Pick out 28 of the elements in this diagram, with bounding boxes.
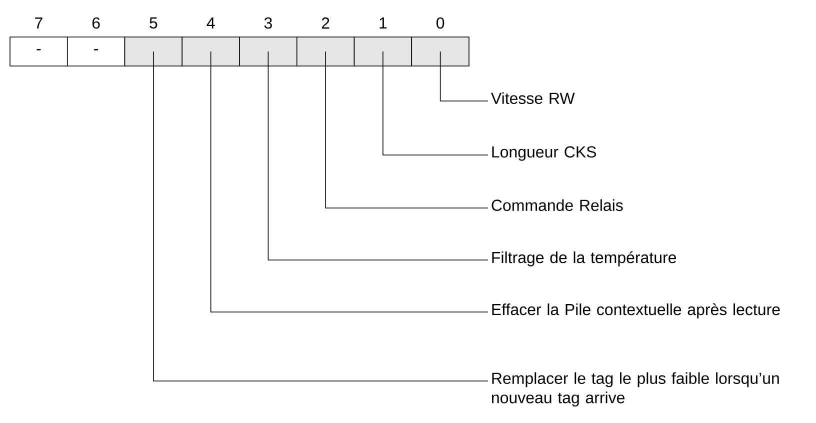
bit-cell: -	[10, 36, 68, 66]
label-text: Longueur CKS	[492, 146, 596, 161]
leader-line	[153, 51, 488, 382]
bit-number: 3	[264, 17, 272, 29]
bit-cell	[124, 36, 183, 66]
label-text: Filtrage de la température	[492, 251, 676, 266]
bit-cell	[354, 36, 412, 66]
leader-line	[210, 51, 488, 312]
bit-number: 4	[206, 18, 215, 28]
bit-number: 2	[322, 17, 330, 29]
leader-line	[440, 51, 488, 102]
bit-number: 5	[150, 17, 158, 29]
bit-cell	[239, 36, 298, 66]
leader-line	[325, 51, 488, 208]
label-text: Remplacer le tag le plus faible lorsqu’un nouveau tag arrive	[492, 372, 779, 406]
label-text: Commande Relais	[492, 199, 623, 211]
bit-cell	[182, 36, 240, 66]
bit-cell	[411, 36, 470, 66]
leader-line	[382, 51, 488, 156]
leader-line	[268, 51, 488, 260]
bit-number: 1	[380, 18, 387, 28]
label-text: Vitesse RW	[491, 92, 575, 104]
label-text: Effacer la Pile contextuelle après lecture	[492, 303, 780, 318]
bit-cell	[296, 36, 355, 66]
bit-number: 6	[92, 17, 100, 29]
bit-number: 7	[35, 18, 42, 28]
bit-cell: -	[66, 36, 126, 66]
bit-number: 0	[436, 17, 444, 29]
